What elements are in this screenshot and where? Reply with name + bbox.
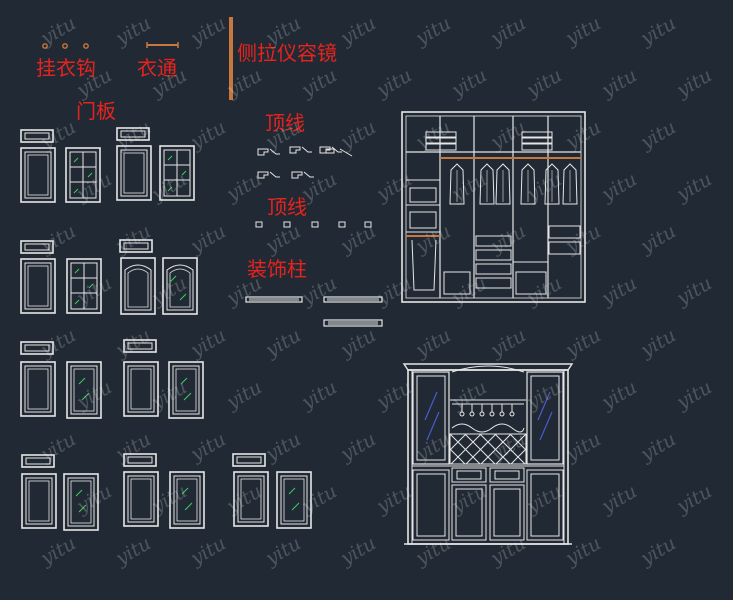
label-deco-column: 装饰柱 [247, 257, 307, 281]
cabinet-elevation [402, 363, 574, 545]
top-line-moldings-2 [255, 221, 372, 228]
hanger-hooks [42, 43, 89, 49]
label-top-line-1: 顶线 [265, 111, 305, 135]
side-pull-mirror [229, 17, 233, 100]
label-side-mirror: 侧拉仪容镜 [237, 41, 337, 65]
door-panels-row-3 [20, 339, 204, 419]
decorative-columns [245, 296, 383, 327]
label-door-panel: 门板 [76, 99, 116, 123]
label-top-line-2: 顶线 [267, 195, 307, 219]
label-clothes-rod: 衣通 [137, 56, 177, 80]
door-panels-row-2 [20, 239, 198, 315]
label-hanger-hook: 挂衣钩 [36, 56, 96, 80]
top-line-moldings-1 [257, 146, 353, 179]
wardrobe-elevation [401, 111, 586, 303]
clothes-rod [146, 42, 179, 48]
door-panels-row-1 [20, 127, 195, 203]
door-panels-row-4 [21, 453, 312, 531]
